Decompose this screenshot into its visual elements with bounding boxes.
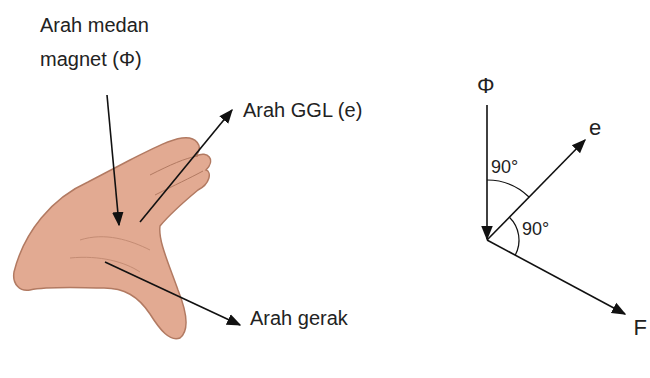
force-vector bbox=[487, 240, 625, 314]
emf-vector bbox=[487, 140, 585, 240]
motion-label: Arah gerak bbox=[250, 306, 348, 330]
field-arrow bbox=[107, 95, 119, 225]
angle-label: 90° bbox=[522, 220, 549, 240]
angle-label: 90° bbox=[491, 158, 518, 178]
angle-arc bbox=[509, 217, 519, 255]
finger-crease bbox=[150, 156, 203, 195]
hand bbox=[14, 138, 211, 339]
emf-arrow bbox=[140, 110, 232, 222]
emf-symbol: e bbox=[589, 116, 601, 140]
angle-arc bbox=[487, 180, 529, 197]
motion-arrow bbox=[105, 262, 240, 325]
force-symbol: F bbox=[634, 316, 647, 340]
palm-crease bbox=[70, 237, 150, 272]
flux-vector bbox=[486, 105, 488, 239]
field-label: Arah medan magnet (Φ) bbox=[40, 8, 165, 76]
emf-label: Arah GGL (e) bbox=[243, 98, 362, 122]
flux-symbol: Φ bbox=[477, 74, 495, 98]
